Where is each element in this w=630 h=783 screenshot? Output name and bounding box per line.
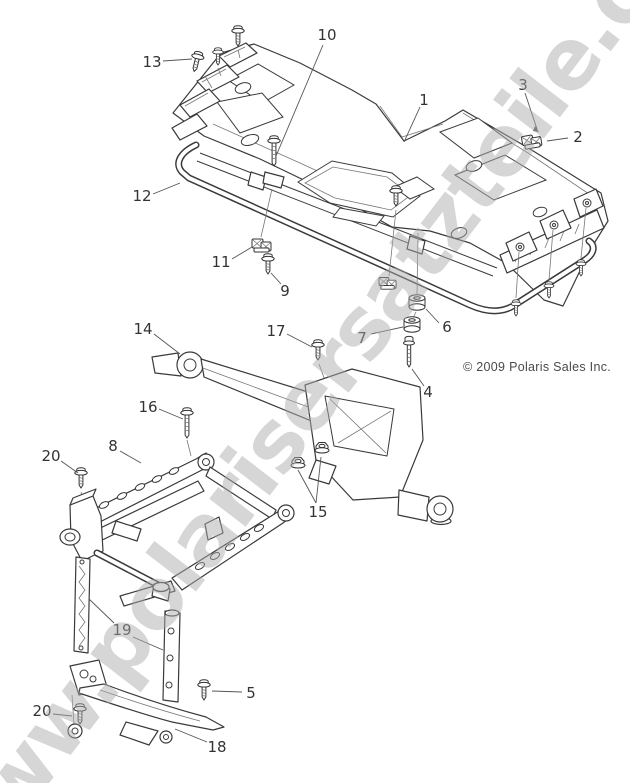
- callout-label-7: 7: [357, 329, 367, 347]
- bolt-16: [180, 407, 194, 439]
- leader-line-8: [119, 450, 142, 464]
- callout-label-15: 15: [308, 503, 327, 521]
- bolt-17: [311, 339, 325, 361]
- leader-line-20: [52, 713, 73, 717]
- support-frame-part-8: [59, 452, 295, 607]
- callout-label-2: 2: [573, 128, 583, 146]
- lower-bumper-part-18: [67, 659, 225, 746]
- nut-15a: [290, 457, 306, 469]
- screw-13b: [231, 25, 245, 47]
- bushing-7: [403, 316, 421, 333]
- nut-15b: [314, 442, 330, 454]
- copyright-text: © 2009 Polaris Sales Inc.: [463, 360, 612, 374]
- leader-line-7: [370, 326, 404, 335]
- callout-label-13: 13: [142, 53, 161, 71]
- bolt-20b: [73, 703, 87, 725]
- callout-label-5: 5: [246, 684, 256, 702]
- bolt-20a: [74, 467, 88, 489]
- bumper-rail-part-12: [175, 141, 597, 315]
- callout-label-1: 1: [419, 91, 429, 109]
- leader-line-9: [270, 272, 282, 285]
- bolt-4: [403, 335, 415, 368]
- leader-arrowhead: [533, 126, 539, 132]
- assembly-axis-lines: [80, 49, 587, 505]
- leader-line-15: [315, 456, 322, 504]
- callout-label-18: 18: [207, 738, 226, 756]
- leader-line-10: [275, 44, 324, 157]
- leader-line-6: [425, 308, 440, 324]
- support-bracket-part-14: [151, 351, 454, 526]
- leader-line-16: [158, 408, 184, 420]
- callout-label-8: 8: [108, 437, 118, 455]
- leader-line-17: [286, 333, 313, 348]
- leader-line-12: [152, 182, 181, 195]
- clip-mid: [378, 277, 397, 290]
- callout-label-16: 16: [138, 398, 157, 416]
- support-rails-part-19: [73, 556, 181, 703]
- leader-line-20: [60, 460, 79, 474]
- leader-line-19: [88, 598, 115, 624]
- leader-line-14: [153, 333, 181, 355]
- bushing-6: [408, 294, 426, 311]
- callout-label-11: 11: [211, 253, 230, 271]
- callout-label-10: 10: [317, 26, 336, 44]
- leader-line-11: [231, 246, 253, 260]
- screw-5: [197, 679, 211, 701]
- callout-label-20: 20: [32, 702, 51, 720]
- callout-label-6: 6: [442, 318, 452, 336]
- clip-11: [251, 238, 272, 253]
- leader-line-13: [162, 58, 193, 62]
- callout-label-3: 3: [518, 76, 528, 94]
- leader-line-4: [411, 368, 425, 387]
- leader-line-18: [174, 728, 208, 743]
- fasteners: [73, 25, 587, 725]
- callout-label-4: 4: [423, 383, 433, 401]
- callout-label-9: 9: [280, 282, 290, 300]
- callout-label-17: 17: [266, 322, 285, 340]
- leader-line-3: [524, 92, 538, 130]
- rack-part-1: [171, 42, 609, 307]
- leader-line-15: [297, 469, 317, 504]
- leader-line-2: [546, 137, 569, 142]
- leader-line-1: [403, 106, 421, 143]
- screw-9: [261, 253, 275, 275]
- callout-label-12: 12: [132, 187, 151, 205]
- callout-label-20: 20: [41, 447, 60, 465]
- callout-label-19: 19: [112, 621, 131, 639]
- leader-line-5: [211, 690, 243, 693]
- callout-label-14: 14: [133, 320, 152, 338]
- leader-line-19: [132, 636, 164, 651]
- screw-13a: [187, 49, 206, 74]
